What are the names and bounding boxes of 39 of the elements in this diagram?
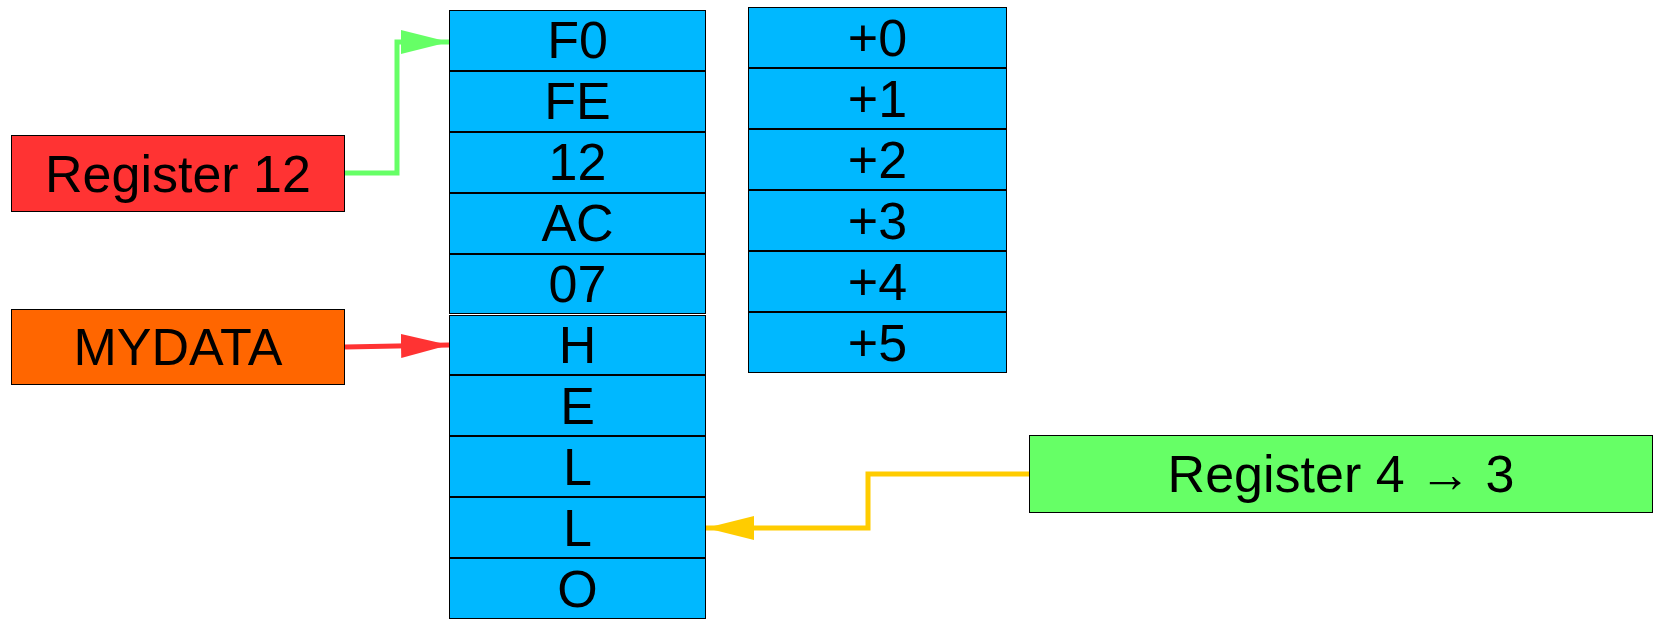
memory-cell [449, 10, 706, 71]
cell-text: +3 [847, 194, 908, 247]
offset-cell [748, 312, 1007, 373]
memory-cell [449, 558, 706, 619]
cell-text: F0 [547, 14, 608, 67]
memory-cell [449, 192, 706, 254]
arrow [345, 30, 449, 176]
memory-cell [449, 253, 706, 315]
cell-text: MYDATA [73, 321, 283, 373]
offset-cell [748, 251, 1007, 312]
cell-text: +2 [847, 133, 908, 186]
offset-cell [748, 129, 1007, 190]
cell-text: +1 [847, 72, 908, 125]
offset-cell [748, 7, 1007, 68]
offset-cell [748, 68, 1007, 129]
cell-text: +0 [847, 11, 908, 64]
memory-cell [449, 436, 706, 498]
register-box [11, 135, 345, 212]
memory-cell [449, 375, 706, 437]
cell-text: 07 [548, 258, 607, 311]
memory-cell [449, 131, 706, 193]
arrow [344, 333, 450, 358]
cell-text: FE [544, 75, 611, 128]
arrow [706, 471, 1029, 540]
memory-cell [449, 314, 706, 376]
cell-text: 12 [548, 136, 607, 189]
cell-text: E [560, 379, 595, 432]
memory-cell [449, 70, 706, 132]
cell-text: O [557, 562, 598, 615]
cell-text: L [563, 501, 592, 554]
cell-text: H [558, 318, 597, 371]
offset-cell [748, 190, 1007, 251]
register-box [1029, 435, 1653, 513]
cell-text: AC [541, 197, 614, 250]
cell-text: +4 [847, 255, 908, 308]
label-box [11, 309, 345, 385]
cell-text: +5 [847, 316, 908, 369]
memory-cell [449, 497, 706, 559]
cell-text: L [563, 440, 592, 493]
